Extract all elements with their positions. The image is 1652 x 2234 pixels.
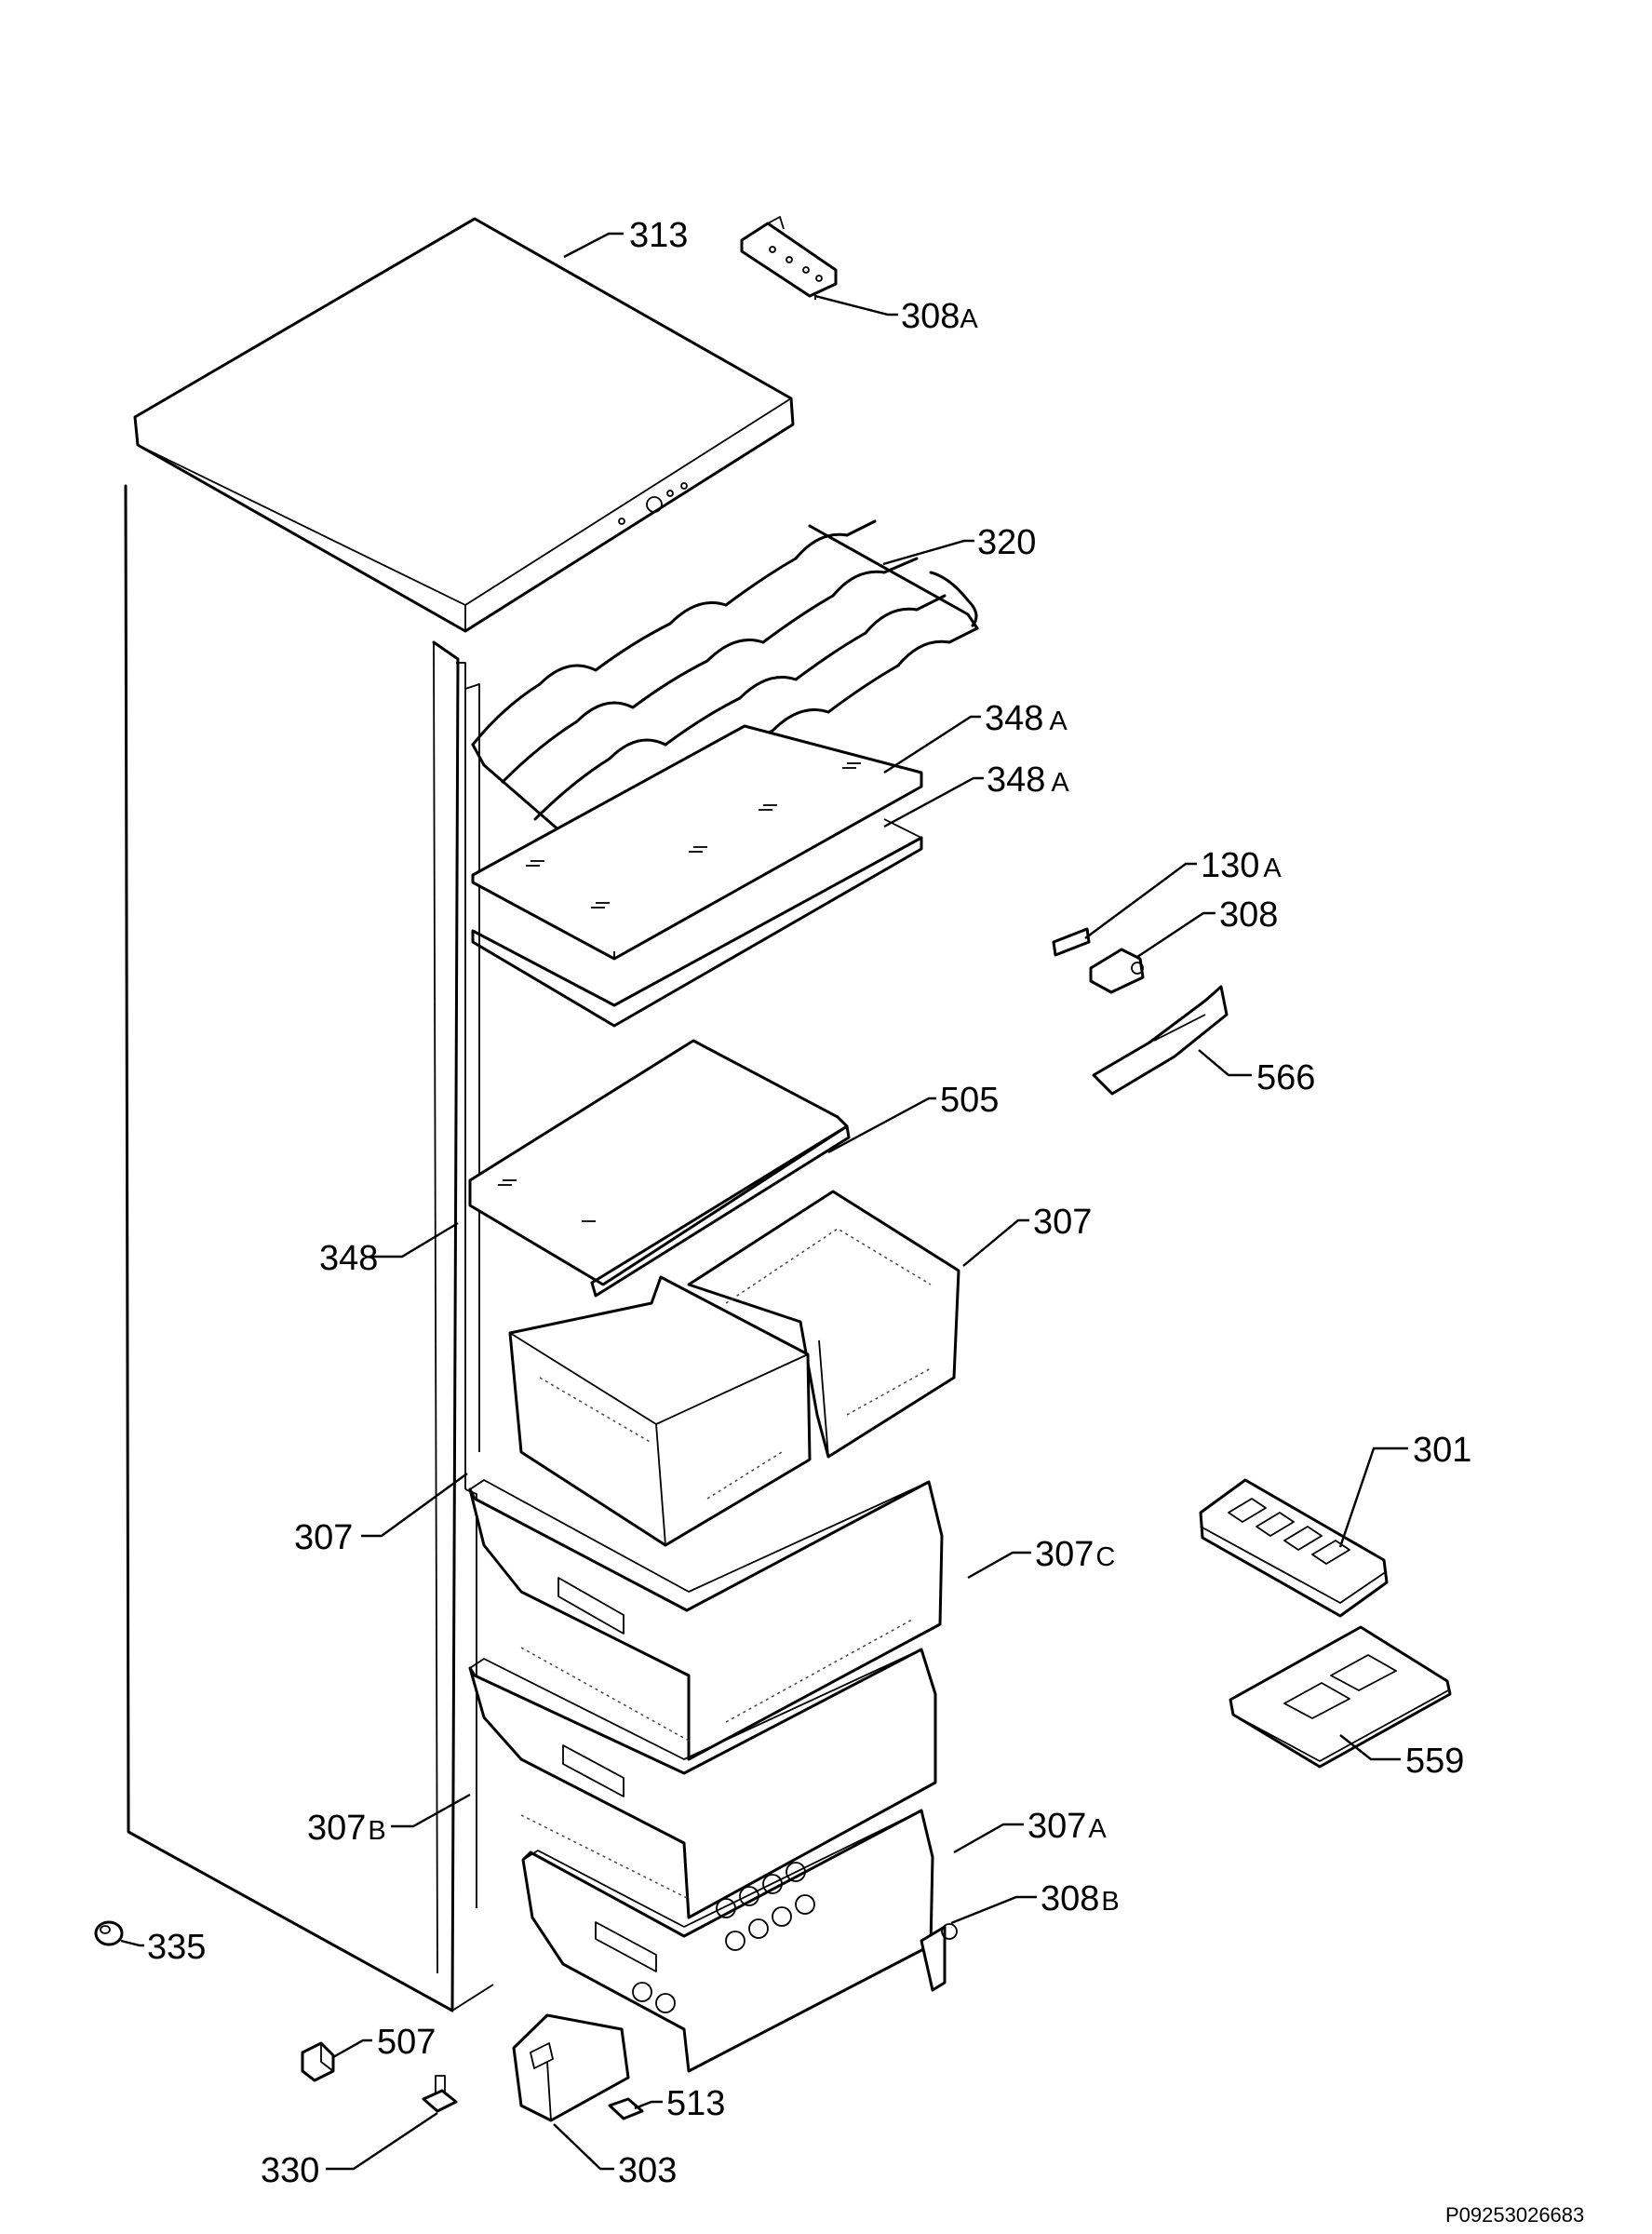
freezer-drawer-307b	[468, 1648, 937, 1919]
label-301: 301	[1413, 1431, 1471, 1470]
crisper-307-right	[687, 1190, 960, 1459]
label-313: 313	[629, 216, 688, 255]
label-348: 348	[319, 1239, 378, 1278]
label-559: 559	[1405, 1742, 1464, 1781]
label-307a: 307A	[1027, 1807, 1107, 1846]
label-335: 335	[147, 1928, 206, 1967]
leader-lines	[120, 232, 1408, 2171]
foot-330	[422, 2075, 458, 2113]
hinge-308	[1089, 948, 1145, 994]
hinge-308b	[920, 1923, 958, 1992]
shelf-trim-505	[590, 1124, 851, 1298]
cabinet-body	[124, 484, 494, 2012]
kick-plate-303	[512, 2013, 630, 2122]
label-308a: 308A	[901, 297, 978, 336]
label-330: 330	[261, 2151, 319, 2190]
cold-pack-559	[1229, 1625, 1452, 1769]
label-307b: 307B	[307, 1809, 386, 1848]
ice-tray-301	[1199, 1478, 1389, 1618]
document-code: P09253026683	[1445, 2203, 1584, 2227]
label-307c: 307C	[1035, 1535, 1115, 1574]
label-566: 566	[1256, 1058, 1315, 1097]
part-513	[608, 2097, 644, 2120]
label-513: 513	[666, 2084, 725, 2123]
crisper-307-left	[508, 1275, 812, 1547]
top-cover-313	[133, 217, 795, 633]
label-320: 320	[977, 523, 1036, 562]
hinge-308a	[740, 216, 838, 300]
bracket-507	[301, 2041, 335, 2082]
label-505: 505	[940, 1081, 999, 1120]
label-507: 507	[377, 2023, 436, 2062]
freezer-drawer-307c	[468, 1479, 944, 1761]
label-308: 308	[1219, 895, 1278, 935]
glass-shelf-348a-upper	[471, 724, 923, 961]
label-307-top: 307	[1033, 1203, 1092, 1242]
scraper-566	[1092, 985, 1229, 1096]
label-303: 303	[618, 2151, 677, 2190]
clip-130a	[1052, 927, 1091, 957]
label-308b: 308B	[1041, 1879, 1120, 1918]
label-307-left: 307	[294, 1518, 353, 1557]
plug-335	[94, 1920, 124, 1946]
